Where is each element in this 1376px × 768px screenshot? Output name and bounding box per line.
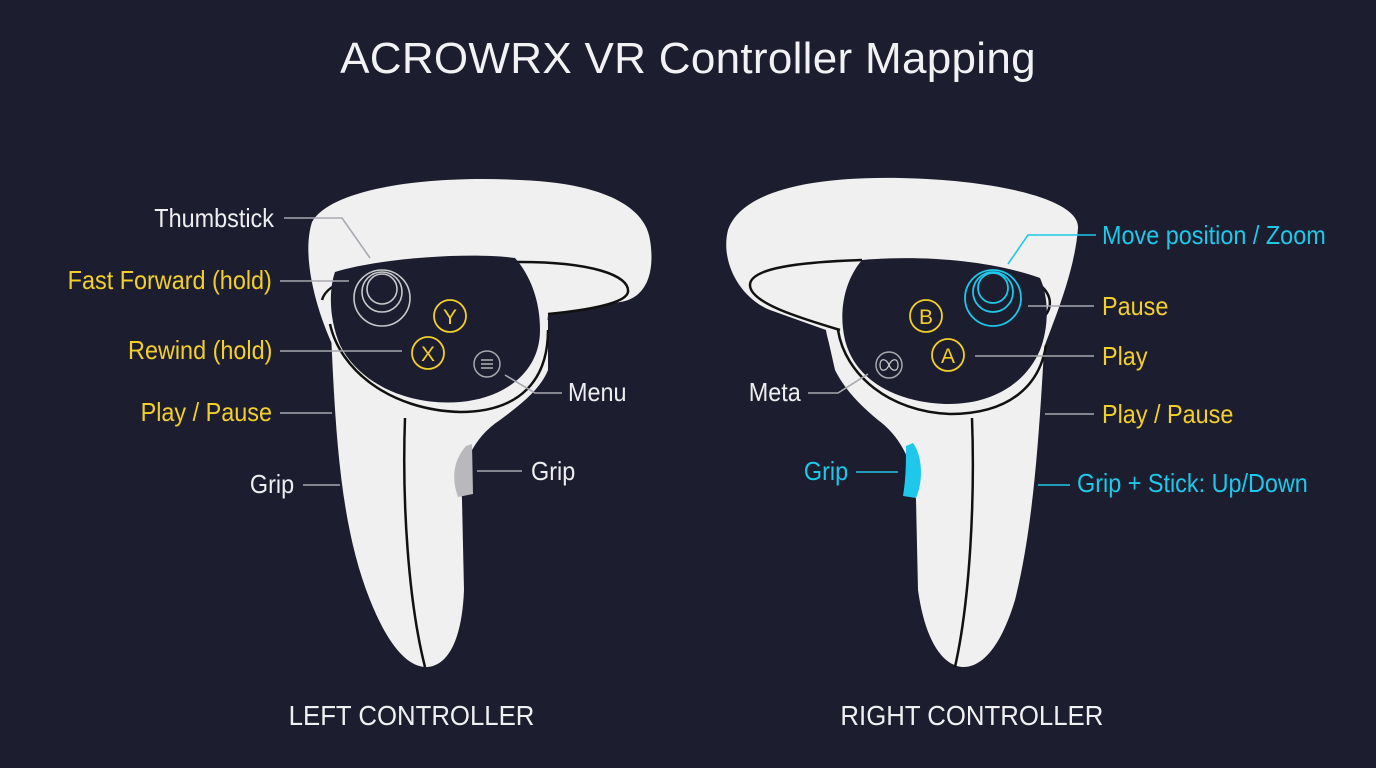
left-controller-caption: LEFT CONTROLLER bbox=[288, 700, 535, 731]
page-title: ACROWRX VR Controller Mapping bbox=[340, 34, 1036, 83]
left-handle bbox=[330, 310, 548, 668]
menu-icon bbox=[481, 359, 493, 369]
b-button[interactable]: B bbox=[909, 299, 943, 333]
label-right-play-pause: Play / Pause bbox=[1102, 399, 1234, 429]
y-button[interactable]: Y bbox=[433, 299, 467, 333]
left-grip-trigger[interactable] bbox=[454, 444, 473, 497]
label-left-thumbstick: Thumbstick bbox=[154, 203, 274, 233]
right-controller-caption: RIGHT CONTROLLER bbox=[840, 700, 1104, 731]
right-face-plate bbox=[842, 258, 1047, 405]
right-controller: B A bbox=[726, 177, 1096, 668]
svg-text:Y: Y bbox=[443, 306, 457, 329]
label-left-rewind: Rewind (hold) bbox=[127, 335, 272, 365]
menu-button[interactable] bbox=[473, 350, 501, 378]
x-button[interactable]: X bbox=[411, 336, 445, 370]
left-thumbstick[interactable] bbox=[353, 269, 411, 327]
left-face-plate bbox=[330, 255, 540, 403]
left-controller: Y X bbox=[280, 179, 652, 668]
meta-infinity-icon bbox=[879, 359, 899, 371]
label-right-grip-trigger: Grip bbox=[803, 456, 848, 486]
right-grip-trigger[interactable] bbox=[903, 443, 922, 498]
svg-text:B: B bbox=[919, 306, 933, 329]
right-thumbstick[interactable] bbox=[964, 269, 1022, 327]
label-left-menu: Menu bbox=[568, 377, 627, 407]
label-right-meta: Meta bbox=[748, 377, 801, 407]
meta-button[interactable] bbox=[875, 351, 903, 379]
label-right-grip-stick: Grip + Stick: Up/Down bbox=[1077, 468, 1308, 498]
label-left-grip-outer: Grip bbox=[249, 469, 294, 499]
right-handle bbox=[826, 315, 1046, 668]
label-left-fast-forward: Fast Forward (hold) bbox=[67, 265, 272, 295]
label-right-move-zoom: Move position / Zoom bbox=[1102, 220, 1326, 250]
svg-text:A: A bbox=[941, 345, 955, 368]
svg-text:X: X bbox=[421, 343, 435, 366]
a-button[interactable]: A bbox=[931, 338, 965, 372]
label-right-play: Play bbox=[1102, 341, 1148, 371]
label-left-grip-trigger: Grip bbox=[531, 456, 576, 486]
label-left-play-pause: Play / Pause bbox=[140, 397, 272, 427]
right-leader-lines bbox=[808, 234, 1096, 486]
left-leader-lines bbox=[280, 217, 562, 486]
label-right-pause: Pause bbox=[1102, 291, 1169, 321]
